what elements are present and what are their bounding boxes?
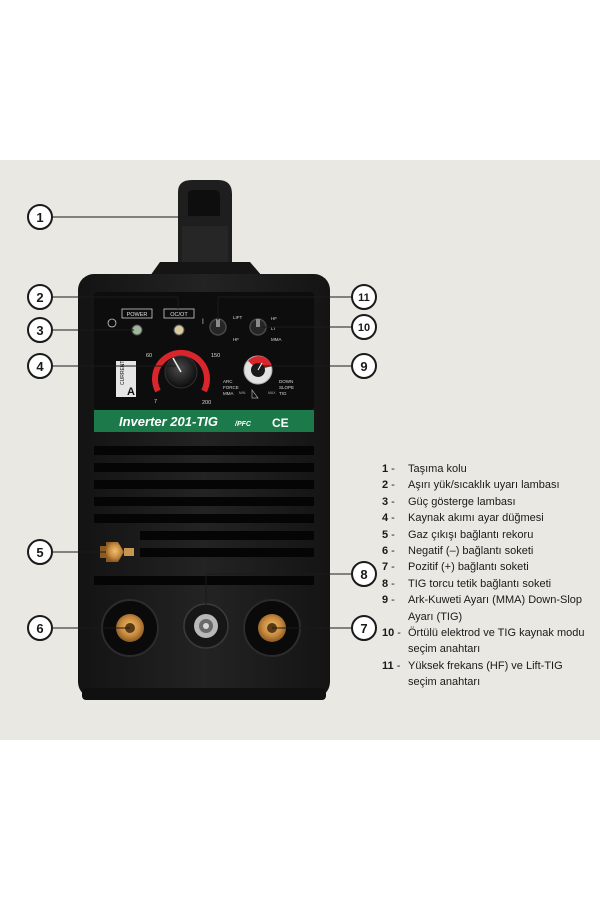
- current-label: CURRENT A: [116, 361, 136, 398]
- svg-text:11: 11: [358, 292, 370, 304]
- callout-leaders: [52, 216, 352, 629]
- arc-force-knob[interactable]: [243, 355, 273, 385]
- legend-item: 6 -Negatif (–) bağlantı soketi: [382, 545, 534, 558]
- svg-text:8: 8: [360, 567, 367, 582]
- callout-1: 1: [27, 204, 53, 230]
- callout-3: 3: [27, 317, 53, 343]
- svg-text:2: 2: [36, 290, 43, 305]
- callout-11: 11: [351, 284, 377, 310]
- legend-item: 4 -Kaynak akımı ayar düğmesi: [382, 512, 544, 525]
- ocot-lamp: [173, 324, 185, 336]
- svg-text:MMA: MMA: [223, 391, 234, 396]
- svg-text:HF: HF: [271, 316, 277, 321]
- svg-text:150: 150: [211, 353, 220, 359]
- svg-text:9: 9: [360, 359, 367, 374]
- svg-text:MAX: MAX: [268, 391, 276, 395]
- callout-8: 8: [351, 561, 377, 587]
- svg-text:1: 1: [36, 210, 43, 225]
- svg-text:200: 200: [202, 400, 211, 406]
- svg-text:A: A: [127, 386, 135, 398]
- carry-handle: [178, 180, 232, 262]
- svg-text:6: 6: [36, 621, 43, 636]
- svg-text:HF: HF: [233, 337, 239, 342]
- callout-4: 4: [27, 353, 53, 379]
- tig-trigger-socket[interactable]: [183, 603, 229, 649]
- mode-switch[interactable]: [249, 318, 267, 336]
- svg-text:CURRENT: CURRENT: [120, 361, 126, 385]
- callout-10: 10: [351, 314, 377, 340]
- callout-6: 6: [27, 615, 53, 641]
- svg-text:DOWN: DOWN: [279, 379, 293, 384]
- svg-text:3: 3: [36, 323, 43, 338]
- svg-text:7: 7: [154, 399, 157, 405]
- ce-mark: CE: [272, 416, 289, 430]
- svg-text:MMA: MMA: [271, 337, 282, 342]
- model-label-band: Inverter 201-TIG /PFC CE: [94, 410, 314, 432]
- svg-text:LIFT: LIFT: [233, 315, 243, 320]
- svg-text:LT: LT: [271, 326, 276, 331]
- svg-text:5: 5: [36, 545, 43, 560]
- callout-2: 2: [27, 284, 53, 310]
- legend-item: 3 -Güç gösterge lambası: [382, 495, 516, 508]
- legend-item: 9 -Ark-Kuweti Ayarı (MMA) Down-Slop Ayar…: [382, 594, 583, 623]
- legend-item: 2 -Aşırı yük/sıcaklık uyarı lambası: [382, 479, 560, 492]
- svg-text:60: 60: [146, 353, 152, 359]
- legend-list: 1 -Taşıma kolu 2 -Aşırı yük/sıcaklık uya…: [382, 461, 594, 691]
- model-name: Inverter 201-TIG: [119, 414, 218, 429]
- svg-text:4: 4: [36, 359, 44, 374]
- thermometer-icon: ǀ: [202, 319, 204, 326]
- svg-text:SLOPE: SLOPE: [279, 385, 294, 390]
- current-dial-arc: [152, 349, 210, 393]
- legend-item: 11 -Yüksek frekans (HF) ve Lift-TIG seçi…: [382, 659, 563, 689]
- current-adjust-knob[interactable]: [164, 355, 198, 389]
- legend-item: 8 -TIG torcu tetik bağlantı soketi: [382, 577, 552, 590]
- plug-symbol-icon: [107, 318, 117, 328]
- callout-7: 7: [351, 615, 377, 641]
- legend-item: 10 -Örtülü elektrod ve TIG kaynak modu s…: [382, 627, 585, 656]
- ocot-label: OC/OT: [170, 312, 188, 318]
- callout-5: 5: [27, 539, 53, 565]
- svg-text:TIG: TIG: [279, 391, 287, 396]
- hf-lift-switch[interactable]: [209, 318, 227, 336]
- ventilation-slots: [94, 446, 314, 585]
- svg-text:FORCE: FORCE: [223, 385, 239, 390]
- svg-text:ARC: ARC: [223, 379, 233, 384]
- model-suffix: /PFC: [234, 421, 252, 428]
- power-label: POWER: [127, 312, 148, 318]
- callout-9: 9: [351, 353, 377, 379]
- legend-item: 7 -Pozitif (+) bağlantı soketi: [382, 561, 529, 574]
- svg-text:10: 10: [358, 322, 370, 334]
- svg-text:MIN: MIN: [239, 391, 246, 395]
- legend-item: 1 -Taşıma kolu: [382, 463, 467, 475]
- legend-item: 5 -Gaz çıkışı bağlantı rekoru: [382, 528, 534, 541]
- svg-text:7: 7: [360, 621, 367, 636]
